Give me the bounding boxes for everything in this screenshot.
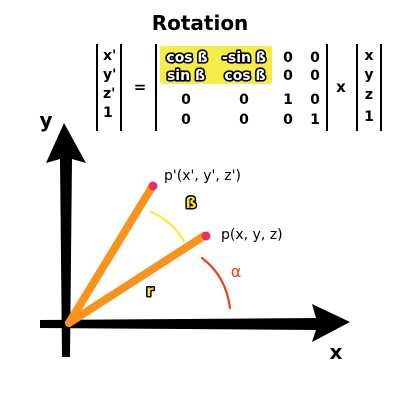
matrix-cell: 0 [310,50,320,66]
x-axis [40,304,350,342]
trig-highlight [160,46,272,84]
radius-label: r [146,282,154,300]
title: Rotation [152,11,249,35]
original-vector [65,232,208,327]
matrix-cell: 0 [239,112,249,128]
input-vector-entry: y [364,67,373,83]
matrix-cell: 0 [310,92,320,108]
input-vector-entry: 1 [364,109,374,125]
matrix-cell: 0 [283,50,293,66]
rotation-matrix: cos ß -sin ß 0 0 sin ß cos ß 0 0 0 0 1 0… [155,44,328,131]
result-vector-entry: 1 [103,105,113,121]
original-point-label: p(x, y, z) [221,227,283,243]
equals-sign: = [134,78,147,96]
rotated-point-label: p'(x', y', z') [164,168,241,184]
matrix-cell: 0 [283,112,293,128]
beta-label: ß [186,194,197,212]
beta-arc [149,210,186,243]
result-vector-entry: y' [103,67,116,83]
input-vector: x y z 1 [356,44,382,131]
matrix-cell: 1 [310,112,320,128]
y-axis-label: y [39,108,52,132]
original-point-marker [201,231,211,241]
matrix-cell: 0 [181,112,191,128]
x-axis-label: x [330,340,343,364]
matrix-cell: 0 [310,68,320,84]
matrix-cell: sin ß [167,68,205,84]
alpha-label: α [231,262,242,281]
x-axis-arrow [40,304,350,342]
input-vector-entry: z [365,87,373,103]
y-axis [46,123,86,357]
input-vector-entry: x [364,48,373,64]
rotated-point-marker [148,181,158,191]
matrix-cell: 0 [181,92,191,108]
result-vector-entry: z' [103,86,115,102]
matrix-cell: cos ß [224,68,265,84]
result-vector-entry: x' [103,48,116,64]
matrix-cell: cos ß [166,50,207,66]
matrix-cell: 0 [283,68,293,84]
alpha-arc [200,256,232,310]
matrix-cell: -sin ß [222,50,266,66]
matrix-cell: 1 [283,92,293,108]
matrix-cell: 0 [239,92,249,108]
rotated-vector [65,183,156,327]
multiply-sign: x [336,78,346,96]
result-vector: x' y' z' 1 [96,44,122,131]
y-axis-arrow [46,123,86,357]
